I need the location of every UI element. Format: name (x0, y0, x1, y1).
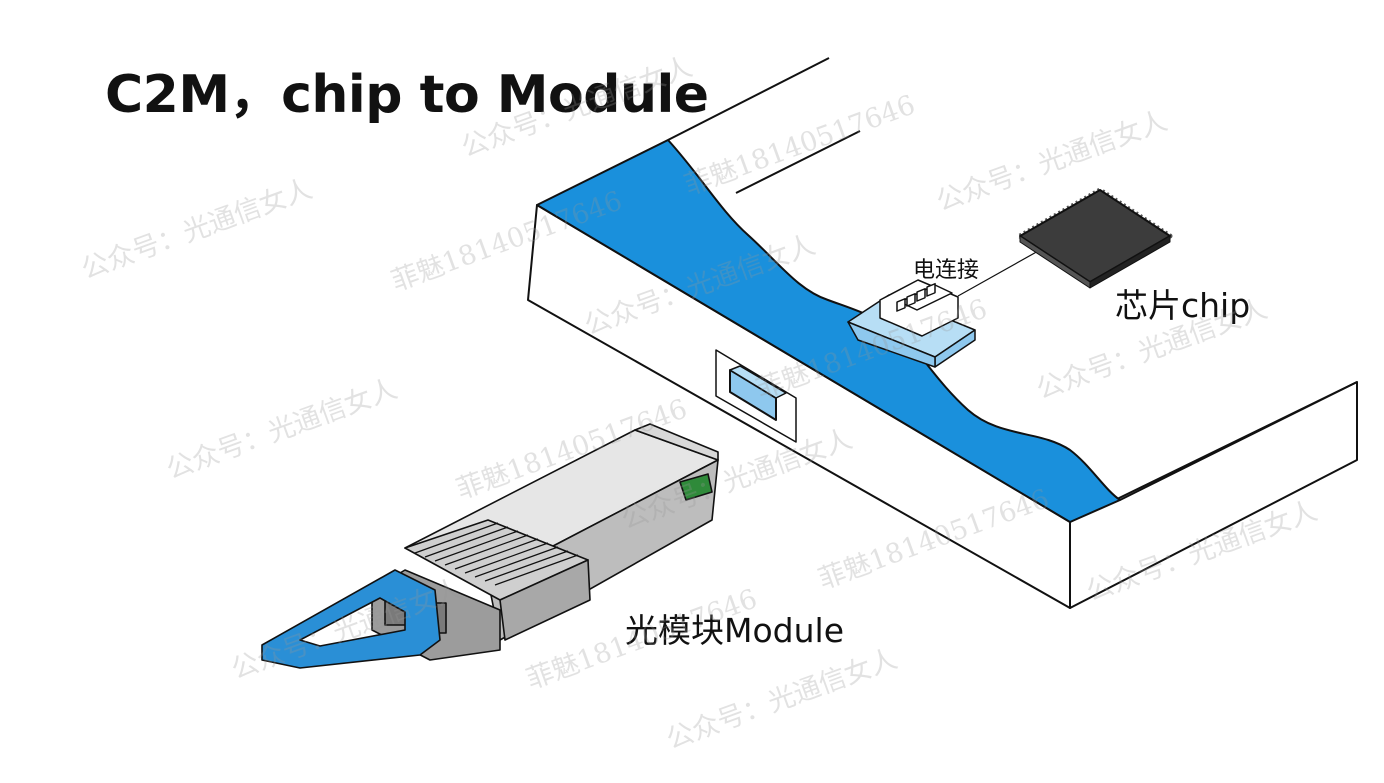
optical-module (261, 423, 719, 669)
module-label: 光模块Module (625, 611, 844, 650)
board-inner-edge (735, 130, 861, 194)
chip-label: 芯片chip (1115, 286, 1251, 325)
electrical-connection-label: 电连接 (913, 258, 980, 283)
diagram-title: C2M，chip to Module (105, 65, 709, 125)
board-top-right-edge (1119, 381, 1358, 501)
host-board (527, 57, 1358, 609)
chip-icon (1017, 187, 1173, 289)
board-back-edge (667, 57, 830, 141)
module-pull-tab (261, 569, 441, 669)
module-pcb-edge (679, 473, 713, 501)
electrical-connector (847, 249, 1041, 368)
cage-port (715, 349, 797, 443)
